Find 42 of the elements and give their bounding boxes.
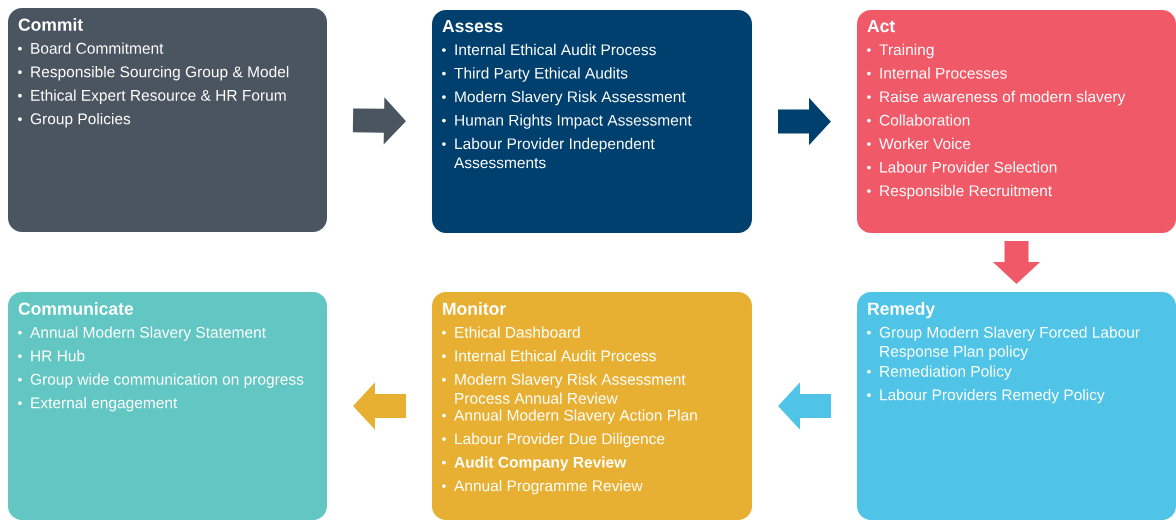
- list-item: Annual Modern Slavery Statement: [18, 326, 266, 341]
- stage-box: [857, 10, 1176, 233]
- stage-box: [432, 292, 752, 520]
- box-heading: Commit: [18, 18, 83, 31]
- list-item: Internal Ethical Audit Process: [442, 43, 656, 56]
- stage-box: [8, 8, 327, 232]
- list-item: Labour Provider Selection: [867, 161, 1057, 173]
- list-item: Training: [867, 43, 934, 59]
- list-item: Raise awareness of modern slavery: [867, 90, 1126, 106]
- list-item: Ethical Dashboard: [442, 326, 580, 338]
- list-item: HR Hub: [18, 349, 85, 362]
- box-heading: Act: [867, 20, 895, 33]
- list-item: Worker Voice: [867, 137, 971, 150]
- list-item: Third Party Ethical Audits: [442, 67, 628, 82]
- list-item: Board Commitment: [18, 42, 164, 54]
- list-item: Labour Provider Independent Assessments: [442, 137, 655, 169]
- stage-box: [8, 292, 327, 520]
- list-item: Responsible Recruitment: [867, 184, 1052, 200]
- list-item: Collaboration: [867, 114, 970, 126]
- list-item: Responsible Sourcing Group & Model: [18, 65, 289, 81]
- list-item: Modern Slavery Risk Assessment Process Annual Review: [442, 373, 686, 404]
- box-heading: Remedy: [868, 302, 935, 319]
- list-item: Modern Slavery Risk Assessment: [442, 90, 686, 106]
- list-item: Annual Modern Slavery Action Plan: [442, 409, 697, 424]
- list-item: Group Policies: [18, 112, 131, 128]
- list-item: Labour Provider Due Diligence: [442, 432, 665, 448]
- list-item: Remediation Policy: [867, 365, 1012, 380]
- list-item: Annual Programme Review: [442, 479, 643, 495]
- list-item: Internal Ethical Audit Process: [442, 349, 656, 362]
- stage-box: [432, 10, 752, 233]
- stage-box: [857, 292, 1176, 520]
- list-item: External engagement: [18, 396, 178, 412]
- box-heading: Communicate: [18, 302, 134, 315]
- list-item: Labour Providers Remedy Policy: [867, 388, 1105, 404]
- list-item: Human Rights Impact Assessment: [442, 114, 692, 129]
- box-heading: Assess: [442, 20, 503, 33]
- list-item: Audit Company Review: [442, 456, 627, 471]
- list-item: Internal Processes: [867, 67, 1007, 79]
- box-heading: Monitor: [443, 302, 506, 315]
- list-item: Group wide communication on progress: [18, 373, 304, 388]
- list-item: Group Modern Slavery Forced Labour Response Plan policy: [867, 326, 1140, 360]
- list-item: Ethical Expert Resource & HR Forum: [18, 89, 286, 104]
